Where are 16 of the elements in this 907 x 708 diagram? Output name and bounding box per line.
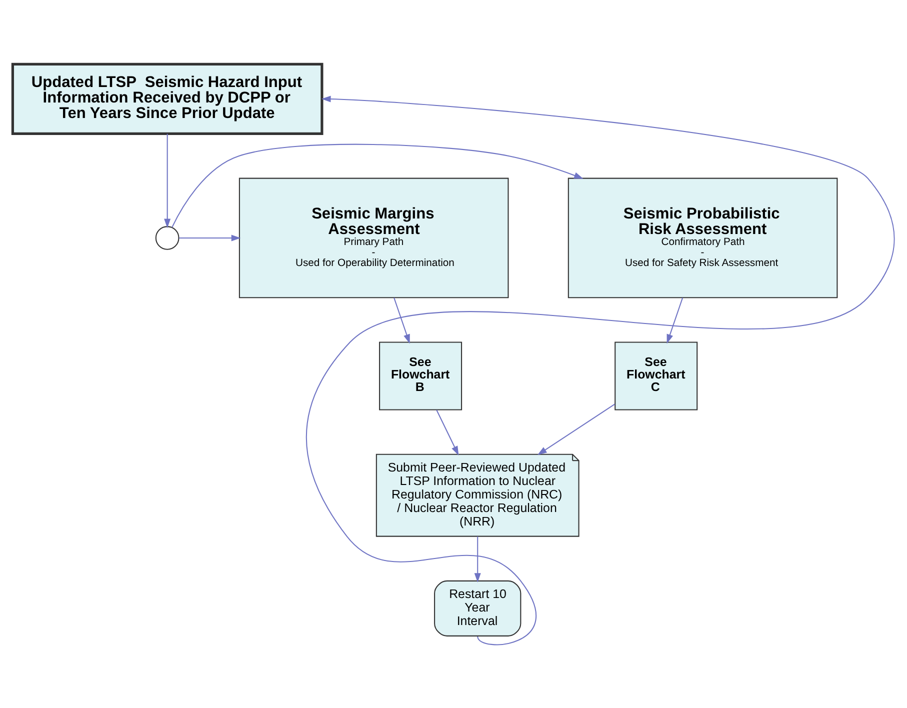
node-box: See Flowchart C — [614, 341, 698, 410]
arrow — [306, 95, 894, 644]
arrow — [179, 234, 241, 241]
arrow — [474, 536, 481, 582]
node-box: Seismic Margins Assessment Primary Path - Used for Operability Determination — [238, 177, 509, 298]
arrow — [537, 403, 615, 454]
arrow — [172, 143, 584, 228]
node-circle — [155, 226, 180, 250]
node-box: Restart 10 Year Interval — [434, 580, 522, 636]
arrow — [666, 297, 684, 344]
node-box: See Flowchart B — [379, 341, 462, 410]
node-box: Seismic Probabilistic Risk Assessment Confirmatory Path - Used for Safety Risk Assessment — [568, 177, 838, 298]
arrow — [164, 133, 171, 228]
arrow — [394, 297, 410, 344]
arrow — [436, 409, 459, 455]
node-box: Updated LTSP Seismic Hazard Input Information Received by DCPP or Ten Years Since Prior Update — [11, 62, 324, 134]
